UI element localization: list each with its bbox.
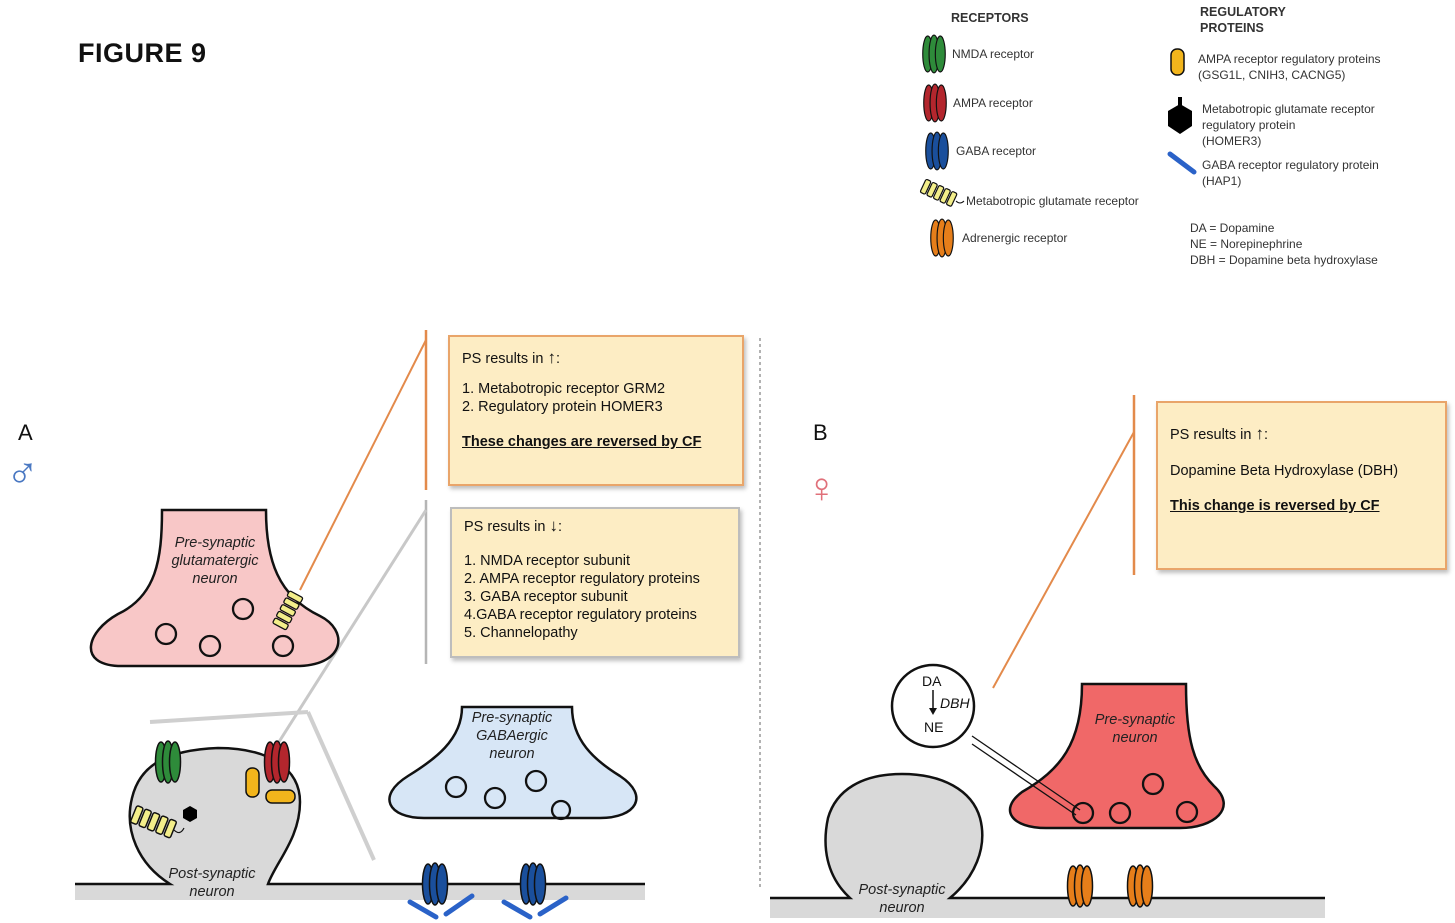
abbreviations: DA = Dopamine NE = Norepinephrine DBH = … (1190, 221, 1378, 267)
nmda-receptor-icon (922, 34, 946, 74)
vesicle (154, 622, 178, 646)
vesicle (524, 769, 548, 793)
homer3-icon (1168, 97, 1192, 134)
box-item: 5. Channelopathy (464, 625, 578, 641)
legend-gaba-label: GABA receptor (956, 144, 1037, 158)
homer3-protein (183, 806, 197, 822)
box-item: Dopamine Beta Hydroxylase (DBH) (1170, 463, 1399, 479)
box-item: 1. Metabotropic receptor GRM2 (462, 381, 666, 397)
box-item: 2. AMPA receptor regulatory proteins (464, 571, 700, 587)
presynaptic-glutamatergic-label: Pre-synaptic glutamatergic neuron (171, 535, 259, 587)
postsynaptic-label-a: Post-synaptic neuron (168, 866, 256, 900)
presynaptic-glutamatergic-neuron (89, 508, 340, 668)
inset-dbh-label: DBH (940, 695, 970, 711)
vesicle (198, 634, 222, 658)
box-heading: PS results in (462, 351, 544, 367)
up-arrow-icon: ↑ (1255, 424, 1264, 443)
legend-hap1-label: GABA receptor regulatory protein (HAP1) (1202, 158, 1379, 188)
box-item: 3. GABA receptor subunit (464, 589, 628, 605)
gaba-receptor-membrane (519, 862, 547, 906)
adrenergic-receptor-icon (930, 218, 954, 258)
box-item: 4.GABA receptor regulatory proteins (464, 607, 697, 623)
vesicle (271, 634, 295, 658)
down-arrow-icon: ↓ (549, 516, 558, 535)
presynaptic-gabaergic-label: Pre-synaptic GABAergic neuron (471, 710, 553, 762)
ampa-regulatory-protein-icon (1170, 48, 1185, 76)
ampa-regulatory-protein (265, 789, 296, 804)
ampa-receptor-icon (923, 83, 947, 123)
postsynaptic-neuron-a (75, 748, 645, 900)
postsynaptic-neuron-b (770, 774, 1325, 918)
box-heading: PS results in (1170, 427, 1252, 443)
ampa-receptor-postsynaptic (263, 740, 291, 784)
up-arrow-icon: ↑ (547, 348, 556, 367)
legend-metabotropic-label: Metabotropic glutamate receptor (966, 194, 1139, 208)
hap1-icon (1167, 151, 1197, 175)
callout-line-up (299, 339, 427, 591)
regulatory-heading: REGULATORY PROTEINS (1200, 5, 1286, 35)
male-symbol-icon: ♂ (6, 449, 39, 498)
down-arrow-icon (929, 708, 937, 715)
hap1-protein (501, 899, 533, 920)
vesicle (1108, 801, 1132, 825)
gaba-receptor-icon (925, 131, 949, 171)
figure-title: FIGURE 9 (78, 38, 207, 68)
ampa-regulatory-protein (245, 767, 260, 798)
postsynaptic-label-b: Post-synaptic neuron (858, 882, 946, 916)
legend-nmda-label: NMDA receptor (952, 47, 1035, 61)
presynaptic-neuron-b (1008, 682, 1225, 830)
vesicle (444, 775, 468, 799)
panel-a-letter: A (18, 420, 33, 445)
hap1-protein (407, 899, 439, 920)
legend-homer3-label: Metabotropic glutamate receptor regulato… (1202, 102, 1375, 148)
vesicle (1141, 772, 1165, 796)
legend-ampa-regulatory-label: AMPA receptor regulatory proteins (GSG1L… (1198, 52, 1381, 82)
inset-ne-label: NE (924, 719, 944, 735)
nmda-receptor-postsynaptic (154, 740, 182, 784)
vesicle (483, 786, 507, 810)
callout-line-down (268, 509, 428, 757)
presynaptic-gabaergic-neuron (388, 705, 638, 820)
hap1-protein (537, 895, 569, 917)
inset-da-label: DA (922, 673, 942, 689)
box-note: These changes are reversed by CF (462, 434, 702, 450)
adrenergic-receptor-membrane (1126, 864, 1154, 908)
adrenergic-receptor-membrane (1066, 864, 1094, 908)
box-increase-a: PS results in ↑: 1. Metabotropic recepto… (448, 335, 744, 486)
receptors-heading: RECEPTORS (951, 11, 1029, 25)
box-item: 2. Regulatory protein HOMER3 (462, 399, 663, 415)
legend-adrenergic-label: Adrenergic receptor (962, 231, 1068, 245)
presynaptic-label-b: Pre-synaptic neuron (1094, 712, 1176, 746)
vesicle (550, 799, 572, 821)
box-note: This change is reversed by CF (1170, 498, 1380, 514)
panel-b-letter: B (813, 420, 828, 445)
vesicle (231, 597, 255, 621)
metabotropic-receptor-icon (919, 178, 958, 208)
box-increase-b: PS results in ↑: Dopamine Beta Hydroxyla… (1156, 401, 1447, 570)
box-decrease-a: PS results in ↓: 1. NMDA receptor subuni… (450, 507, 740, 658)
vesicle (1175, 800, 1199, 824)
female-symbol-icon: ♀ (806, 464, 838, 511)
callout-line-b (992, 431, 1135, 689)
gaba-receptor-membrane (421, 862, 449, 906)
legend-ampa-label: AMPA receptor (953, 96, 1033, 110)
box-heading: PS results in (464, 519, 546, 535)
hap1-protein (443, 893, 475, 917)
box-item: 1. NMDA receptor subunit (464, 553, 631, 569)
